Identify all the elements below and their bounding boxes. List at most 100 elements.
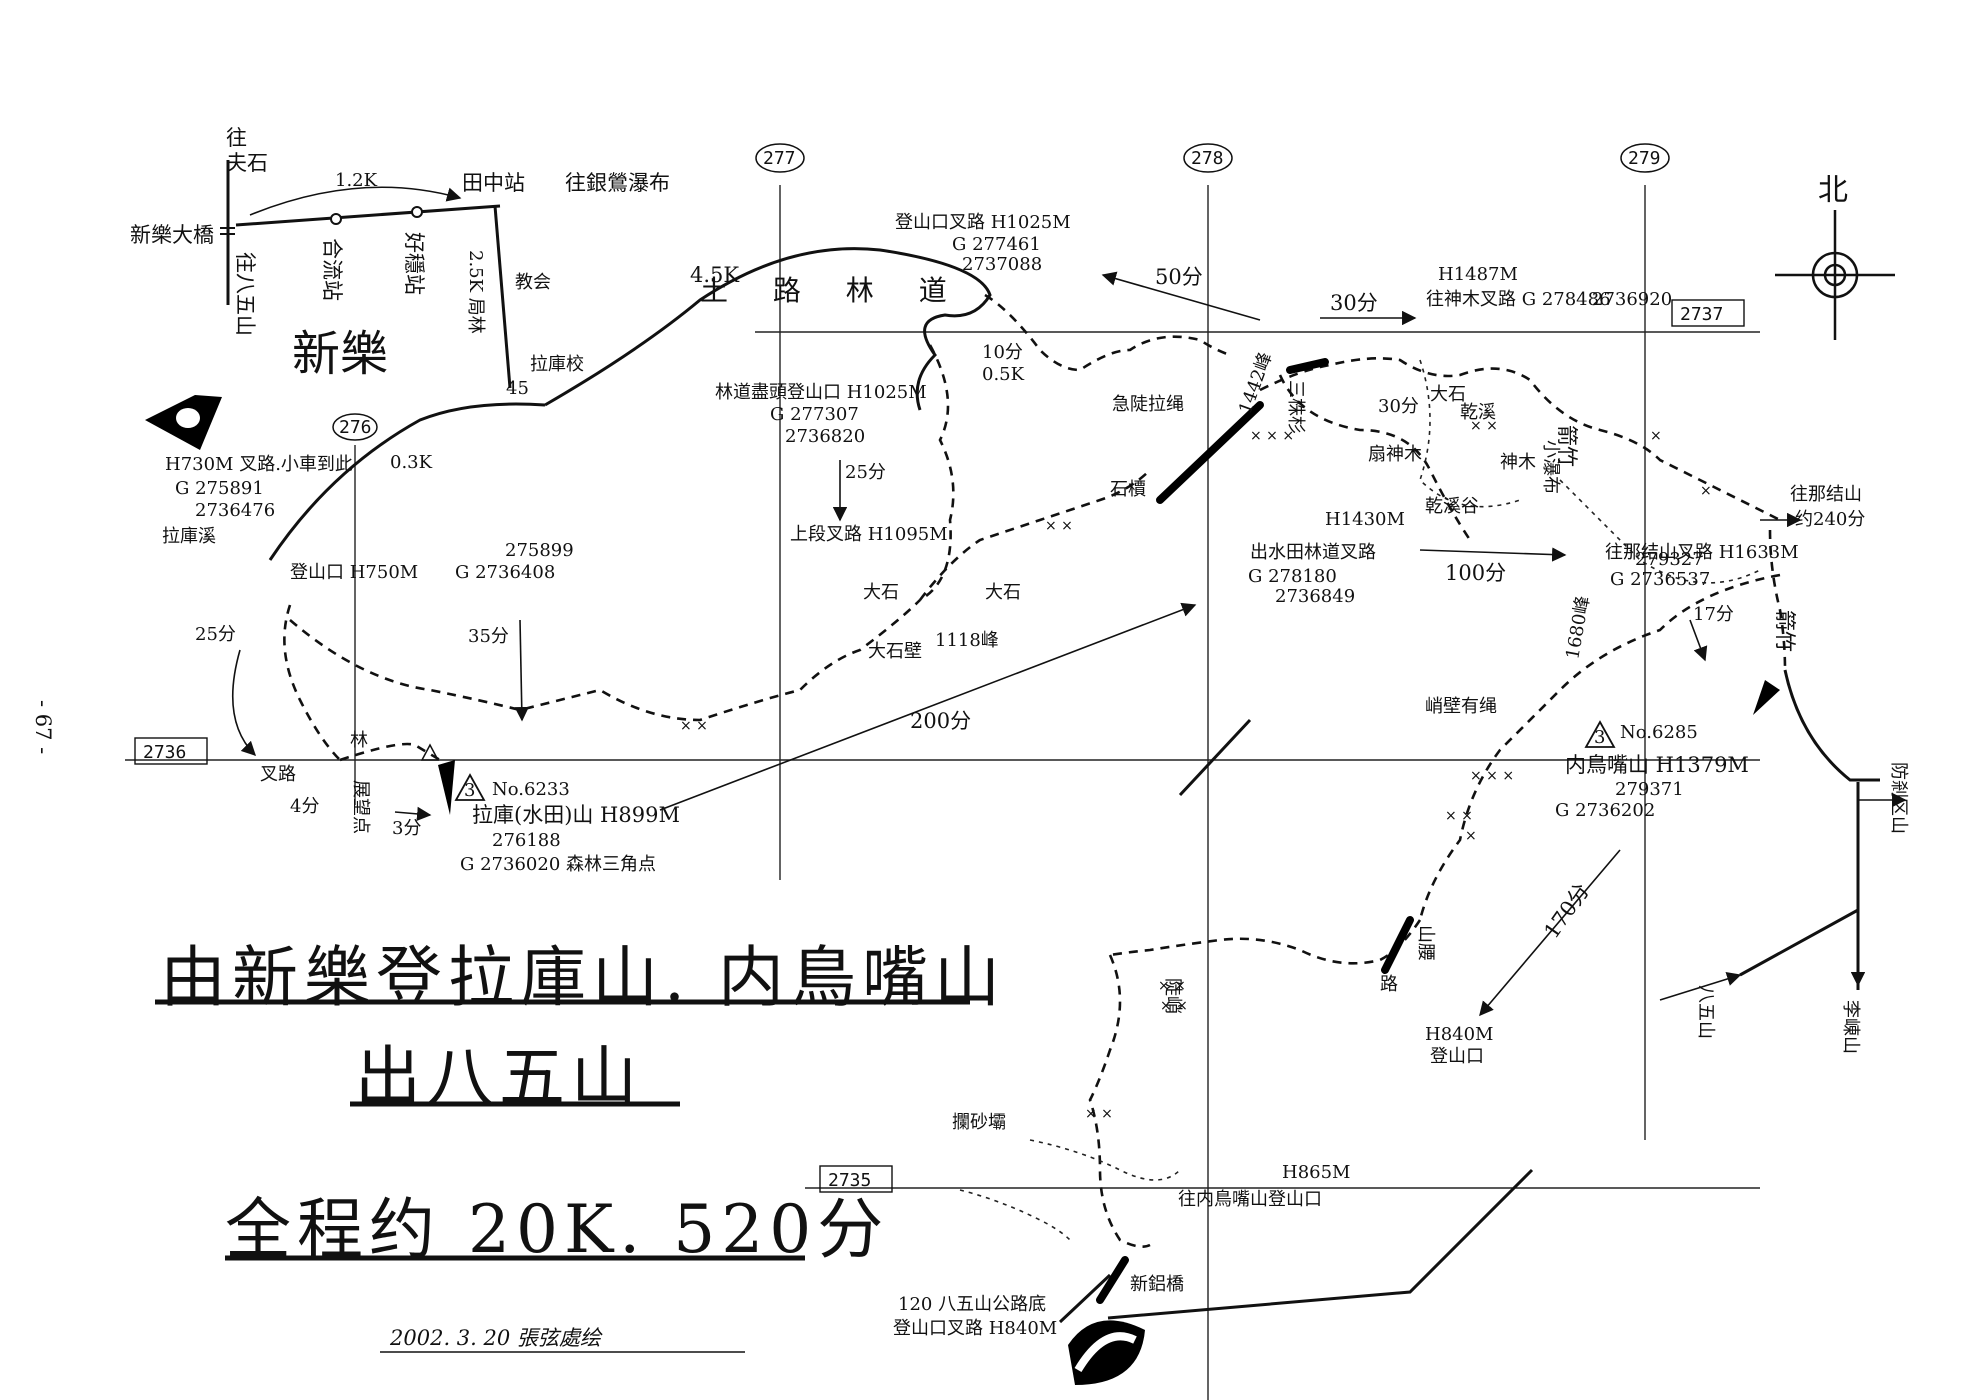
svg-text:× × ×: × × × (1250, 428, 1294, 444)
grid-column-labels: 276 277 278 279 (332, 143, 1670, 441)
fork-840-label: 登山口叉路 H840M (893, 1318, 1057, 1339)
dry-valley-label: 乾溪谷 (1425, 496, 1479, 517)
bamboo-2: 箭竹 (1773, 610, 1797, 652)
wang-stone-top: 往 (226, 126, 247, 150)
trailhead-g1: 275899 (505, 540, 574, 561)
svg-text:×: × (1465, 828, 1477, 844)
fangjie-mountain: 防剎区山 (1888, 762, 1909, 834)
chushuitian-label: 出水田林道叉路 (1250, 542, 1376, 563)
peak-1442: 1442峰 (1235, 350, 1277, 417)
title-line-3: 全程约 20K. 520分 (225, 1191, 889, 1268)
small-waterfall-label: 小瀑布 (1540, 440, 1561, 494)
grid-row-labels: 2737 2736 2735 (134, 299, 1745, 1193)
triangle-icon: 3 (454, 773, 486, 801)
grid-row-2736: 2736 (143, 742, 186, 763)
xinle-bridge-label: 新樂大橋 (130, 223, 214, 247)
time-35: 35分 (468, 626, 509, 647)
time-50: 50分 (1155, 265, 1203, 289)
nanajie-g1: 279327 (1635, 549, 1704, 570)
three-cedars-label: 三株杉 (1285, 380, 1306, 434)
distance-0-5k: 0.5K (982, 364, 1025, 385)
hiking-trails (283, 293, 1787, 1248)
triangulation-points (420, 680, 1780, 815)
h1430-label: H1430M (1325, 509, 1405, 530)
trailhead2-label: 登山口叉路 H1025M (895, 212, 1071, 233)
church-label: 教会 (515, 272, 551, 293)
svg-text:× ×: × × (1045, 518, 1073, 534)
time-30b: 30分 (1378, 396, 1419, 417)
sacred-tree-label: 神木 (1500, 452, 1536, 473)
grid-col-277: 277 (763, 148, 796, 169)
lakushan-name: 拉庫(水田)山 H899M (472, 803, 680, 827)
lakuxi-label: 拉庫溪 (162, 526, 216, 547)
forest-end-g1: G 277307 (770, 404, 859, 425)
to-nanajie-time: 约240分 (1795, 509, 1865, 530)
xinlu-bridge-label: 新鋁橋 (1130, 1274, 1184, 1295)
fork-small-g2: 2736476 (195, 500, 275, 521)
to-nanajie-label: 往那结山 (1790, 484, 1862, 505)
lijun-mountain: 李崠山 (1840, 1000, 1861, 1054)
road-char: 路 (1380, 974, 1398, 995)
compass-label: 北 (1818, 173, 1848, 208)
steep-segment (1156, 401, 1264, 504)
time-200: 200分 (910, 709, 971, 733)
check-dam-label: 攔砂壩 (952, 1112, 1006, 1133)
rocky-slope-label: 石檟 (1110, 479, 1146, 500)
grid-lines (125, 185, 1760, 1400)
chushuitian-g1: G 278180 (1248, 566, 1337, 587)
minor-trails (959, 359, 1761, 1241)
svg-text:× ×: × × (1470, 418, 1498, 434)
neiniaozui-no: No.6285 (1620, 722, 1698, 743)
forest-roads (268, 247, 1880, 1324)
grid-col-279: 279 (1628, 148, 1661, 169)
tianzhong-station: 田中站 (462, 171, 525, 195)
time-10: 10分 (982, 342, 1023, 363)
h865-label: H865M (1282, 1162, 1350, 1183)
trailhead2-g2: 2737088 (962, 254, 1042, 275)
school-label: 拉庫校 (530, 354, 584, 375)
bawushan-mountain: 八五山 (1695, 985, 1716, 1039)
direction-arrows (231, 271, 1907, 1017)
big-rock-2: 大石 (985, 582, 1021, 603)
parking-marker-bottom-icon (1068, 1320, 1145, 1385)
svg-text:× ×: × × (1445, 808, 1473, 824)
haowen-station: 好穩站 (402, 232, 426, 295)
north-compass-icon: 北 (1775, 173, 1895, 340)
time-17: 17分 (1693, 604, 1734, 625)
forest-station-note: 2.5K 局林 (465, 250, 486, 334)
time-25a: 25分 (195, 624, 236, 645)
grid-col-278: 278 (1191, 148, 1224, 169)
neiniaozui-g1: 279371 (1615, 779, 1684, 800)
sign-45-label: 45 (506, 378, 529, 399)
time-25b: 25分 (845, 462, 886, 483)
fork-small-g1: G 275891 (175, 478, 264, 499)
peak-1118: 1118峰 (935, 630, 999, 651)
cliff-rope-label: 峭壁有绳 (1425, 696, 1497, 717)
forest-end-g2: 2736820 (785, 426, 865, 447)
signature-date: 2002. 3. 20 張弦處绘 (389, 1326, 603, 1350)
svg-text:× ×: × × (680, 718, 708, 734)
h840-label: H840M (1425, 1024, 1493, 1045)
fork-small-car: H730M 叉路.小車到此 (165, 454, 353, 475)
big-rock-3: 大石 (1430, 384, 1466, 405)
upper-fork-label: 上段叉路 H1095M (790, 524, 948, 545)
h1487-label: H1487M (1438, 264, 1518, 285)
viewpoint-label: 展望点 (350, 780, 371, 834)
svg-text:×: × (1700, 483, 1712, 499)
trailhead-label: 登山口 H750M (290, 562, 418, 583)
shanyao-label: 山腰 (1415, 925, 1436, 961)
svg-text:× × ×: × × × (1470, 768, 1514, 784)
steep-rope-label: 急陡拉绳 (1112, 394, 1184, 415)
grid-row-2737: 2737 (1680, 304, 1723, 325)
wang-85-label: 往八五山 (233, 252, 257, 336)
svg-text:× ×: × × (1160, 998, 1188, 1014)
h840-trailhead: 登山口 (1430, 1046, 1484, 1067)
svg-text:× ×: × × (1085, 1106, 1113, 1122)
neiniaozui-name: 内鳥嘴山 H1379M (1565, 753, 1749, 777)
dirt-road-label: 土 路 林 道 (700, 274, 965, 307)
xinle-inset: 新樂大橋 往 夫石 往八五山 合流站 好穩站 田中站 往銀鶯瀑布 1.2K 新樂… (130, 126, 670, 399)
forest-end-label: 林道盡頭登山口 H1025M (715, 382, 927, 403)
yinyang-waterfall: 往銀鶯瀑布 (565, 171, 670, 195)
